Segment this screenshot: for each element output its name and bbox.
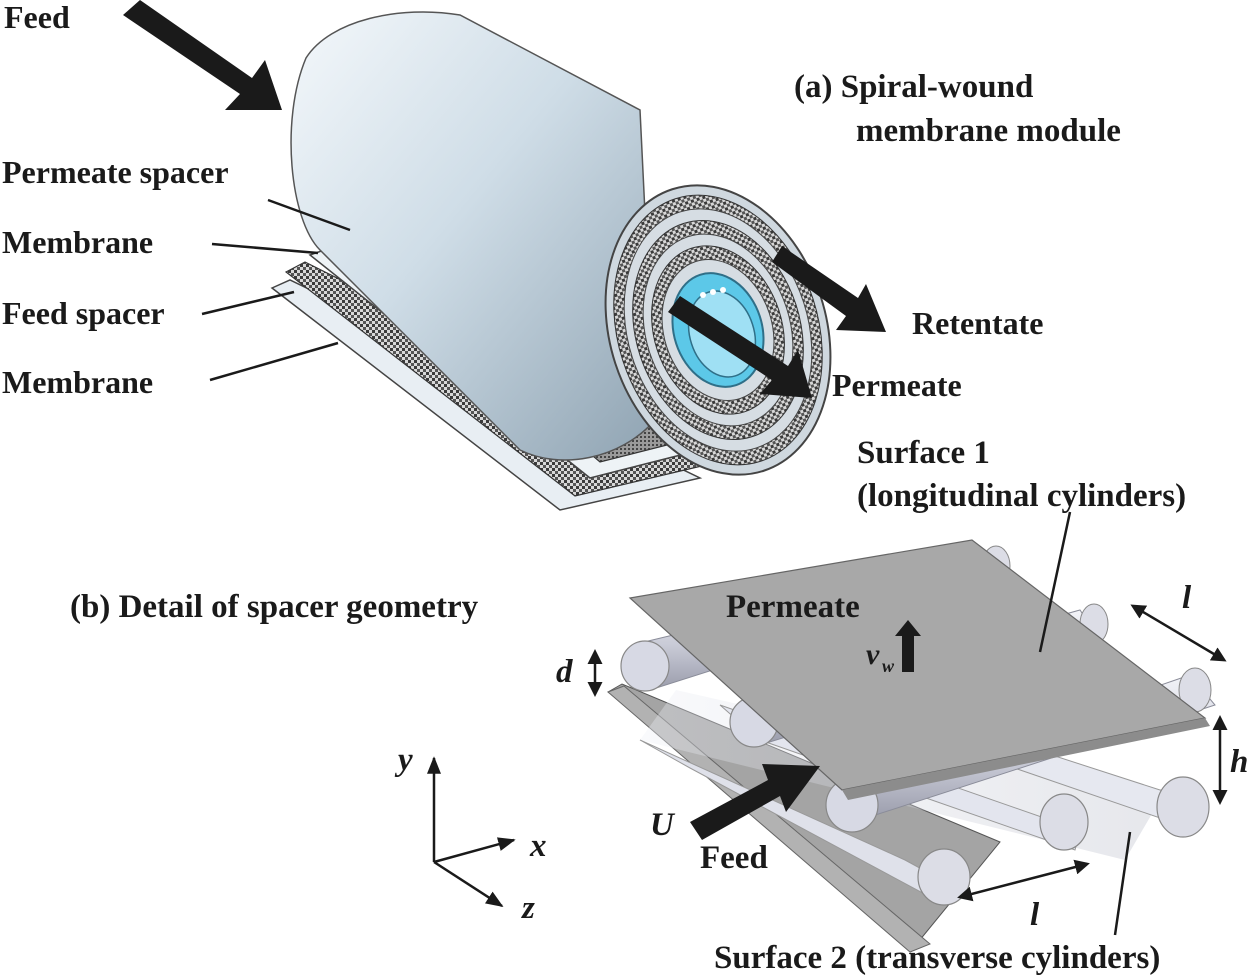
dimension-l-top-arrow	[1130, 604, 1227, 662]
label-surface2: Surface 2 (transverse cylinders)	[714, 940, 1160, 976]
leader-feed-spacer	[201, 290, 295, 316]
coordinate-axes: y x z	[394, 742, 547, 926]
label-permeate-b: Permeate	[726, 589, 860, 625]
panel-a: Feed (a) Spiral-wound membrane module Pe…	[2, 0, 1121, 511]
symbol-U: U	[650, 807, 676, 843]
axis-label-y: y	[394, 742, 413, 778]
axis-label-z: z	[521, 890, 535, 926]
leader-permeate-spacer	[267, 198, 351, 232]
label-surface1-line2: (longitudinal cylinders)	[857, 478, 1186, 514]
symbol-v-subscript: w	[882, 656, 895, 676]
feed-arrow-b	[690, 764, 820, 840]
leader-surface2	[1113, 831, 1132, 936]
label-retentate: Retentate	[912, 305, 1043, 341]
feed-arrow-a	[123, 0, 282, 110]
panel-b: (b) Detail of spacer geometry Surface 1 …	[70, 435, 1248, 976]
label-title-b: (b) Detail of spacer geometry	[70, 589, 479, 625]
label-feed-a: Feed	[4, 0, 70, 35]
retentate-arrow	[772, 246, 886, 332]
permeate-velocity-arrow	[895, 620, 921, 672]
permeate-arrow-a	[668, 296, 812, 398]
symbol-l-top: l	[1182, 580, 1192, 616]
axis-label-x: x	[529, 828, 547, 864]
label-surface1-line1: Surface 1	[857, 435, 990, 471]
label-permeate-spacer: Permeate spacer	[2, 154, 229, 190]
label-feed-spacer: Feed spacer	[2, 295, 165, 331]
leader-surface1	[1038, 511, 1072, 653]
symbol-l-bottom: l	[1030, 897, 1040, 933]
label-feed-b: Feed	[700, 840, 768, 876]
label-membrane-top: Membrane	[2, 224, 153, 260]
label-permeate-a: Permeate	[832, 367, 962, 403]
symbol-h: h	[1230, 744, 1248, 780]
leader-membrane-bottom	[209, 341, 339, 382]
label-membrane-bottom: Membrane	[2, 364, 153, 400]
symbol-d: d	[556, 654, 573, 690]
dimension-l-bottom-arrow	[957, 859, 1090, 902]
label-title-a-line2: membrane module	[856, 113, 1121, 149]
symbol-v: v	[866, 638, 880, 671]
label-title-a-line1: (a) Spiral-wound	[794, 69, 1033, 105]
leader-membrane-top	[211, 242, 319, 255]
